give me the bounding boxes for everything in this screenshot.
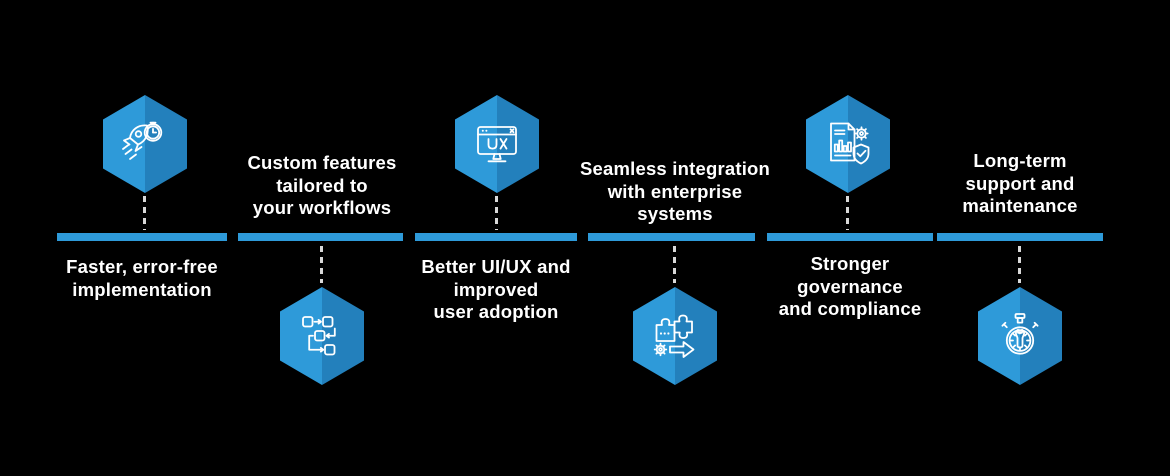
item-label-2: Custom features tailored to your workflo…	[247, 152, 397, 218]
rocket-stopwatch-icon	[122, 121, 163, 160]
item-label-4: Seamless integration with enterprise sys…	[579, 158, 771, 224]
timeline-segment-4	[588, 233, 755, 241]
timeline-segment-2	[238, 233, 403, 241]
stopwatch-wrench-icon	[1001, 313, 1039, 355]
hexagon-dark-face	[497, 95, 539, 193]
dashed-connector-5	[846, 196, 849, 230]
hexagon-dark-face	[1020, 287, 1062, 385]
hexagon-badge-5	[806, 95, 890, 193]
dashed-connector-3	[495, 196, 498, 230]
hexagon-badge-3	[455, 95, 539, 193]
timeline-segment-5	[767, 233, 933, 241]
ux-monitor-icon	[477, 126, 517, 163]
hexagon-badge-2	[280, 287, 364, 385]
item-label-1: Faster, error-free implementation	[66, 256, 218, 300]
item-label-5: Stronger governance and compliance	[778, 253, 922, 319]
dashed-connector-6	[1018, 246, 1021, 283]
item-label-3: Better UI/UX and improved user adoption	[421, 256, 571, 322]
hexagon-light-face	[806, 95, 848, 193]
timeline-segment-6	[937, 233, 1103, 241]
hexagon-light-face	[455, 95, 497, 193]
hexagon-light-face	[633, 287, 675, 385]
report-shield-gear-icon	[830, 122, 870, 165]
hexagon-dark-face	[848, 95, 890, 193]
hexagon-light-face	[103, 95, 145, 193]
hexagon-badge-1	[103, 95, 187, 193]
hexagon-dark-face	[145, 95, 187, 193]
timeline-segment-3	[415, 233, 577, 241]
hexagon-dark-face	[675, 287, 717, 385]
hexagon-light-face	[978, 287, 1020, 385]
hexagon-light-face	[280, 287, 322, 385]
workflow-diagram-icon	[302, 316, 336, 356]
dashed-connector-4	[673, 246, 676, 283]
dashed-connector-1	[143, 196, 146, 230]
hexagon-badge-6	[978, 287, 1062, 385]
hexagon-badge-4	[633, 287, 717, 385]
item-label-6: Long-term support and maintenance	[962, 150, 1078, 216]
dashed-connector-2	[320, 246, 323, 283]
timeline-segment-1	[57, 233, 227, 241]
puzzle-gear-arrow-icon	[653, 314, 695, 358]
hexagon-dark-face	[322, 287, 364, 385]
